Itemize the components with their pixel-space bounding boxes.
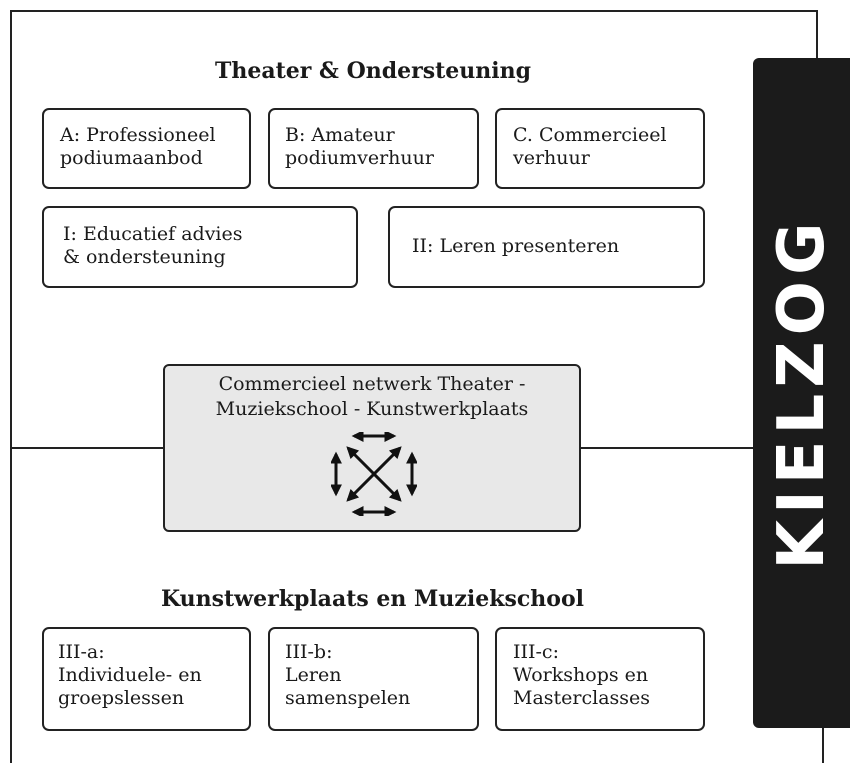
box-a-professioneel: A: Professioneel podiumaanbod <box>42 108 251 189</box>
box-label: B: Amateur podiumverhuur <box>285 124 434 169</box>
box-label: A: Professioneel podiumaanbod <box>60 124 216 169</box>
divider-right-line <box>581 447 753 449</box>
top-heading: Theater & Ondersteuning <box>215 58 531 84</box>
box-label: C. Commercieel verhuur <box>513 124 667 169</box>
frame-left-line <box>10 10 12 763</box>
box-label: III-a: Individuele- en groepslessen <box>58 641 202 709</box>
box-iii-b: III-b: Leren samenspelen <box>268 627 479 731</box>
box-iii-c: III-c: Workshops en Masterclasses <box>495 627 705 731</box>
frame-top-line <box>10 10 818 12</box>
box-label: I: Educatief advies & ondersteuning <box>63 223 243 268</box>
frame-right-line-upper <box>816 10 818 60</box>
box-c-commercieel: C. Commercieel verhuur <box>495 108 705 189</box>
divider-left-line <box>10 447 163 449</box>
box-label: II: Leren presenteren <box>412 235 620 257</box>
bottom-heading: Kunstwerkplaats en Muziekschool <box>161 586 584 612</box>
commercial-network-box: Commercieel netwerk Theater - Muziekscho… <box>163 364 581 532</box>
box-i-educatief: I: Educatief advies & ondersteuning <box>42 206 358 288</box>
box-iii-a: III-a: Individuele- en groepslessen <box>42 627 251 731</box>
box-ii-leren-presenteren: II: Leren presenteren <box>388 206 705 288</box>
frame-right-line-lower <box>822 726 824 763</box>
kielzog-label: KIELZOG <box>764 216 839 570</box>
box-label: III-b: Leren samenspelen <box>285 641 411 709</box>
box-b-amateur: B: Amateur podiumverhuur <box>268 108 479 189</box>
kielzog-side-band: KIELZOG <box>753 58 850 728</box>
network-arrows-icon <box>331 432 417 516</box>
box-label: III-c: Workshops en Masterclasses <box>513 641 651 709</box>
commercial-network-label: Commercieel netwerk Theater - Muziekscho… <box>215 373 529 420</box>
